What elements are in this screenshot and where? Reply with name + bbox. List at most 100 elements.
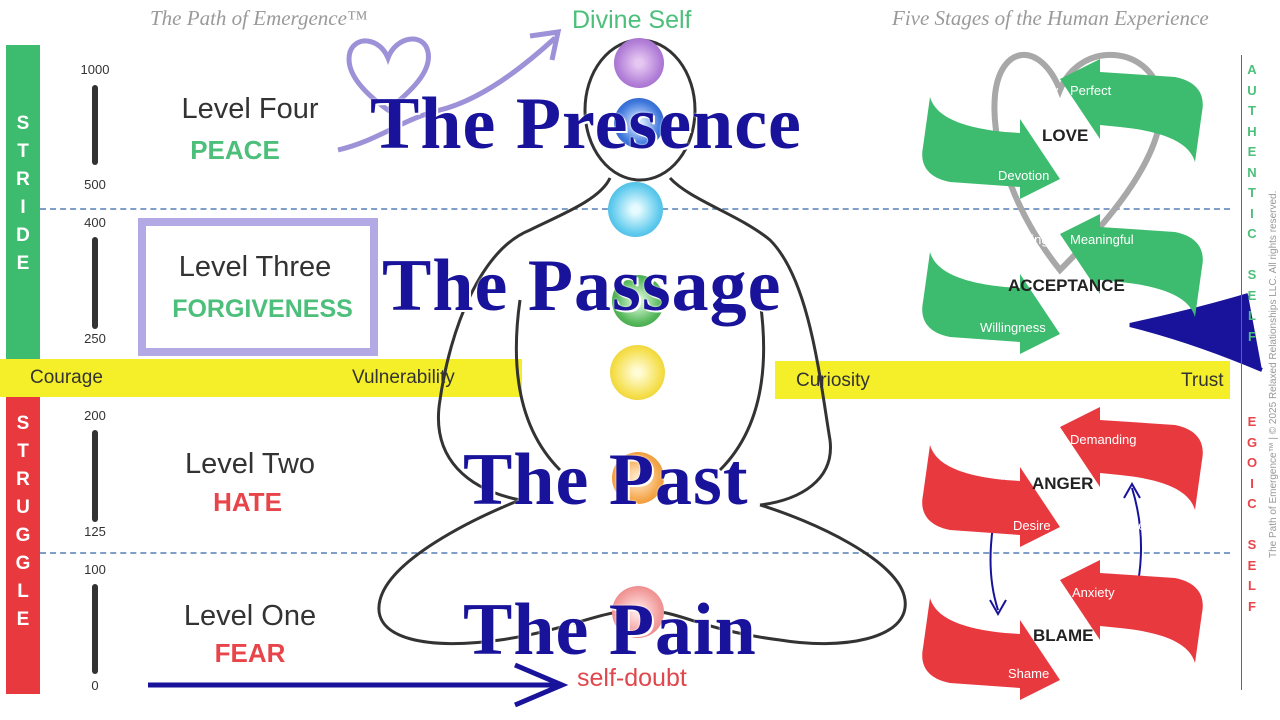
struggle-bar (6, 396, 40, 694)
acceptance-bottom-right: Hopeful (1066, 320, 1111, 335)
level-three-emotion: FORGIVENESS (172, 295, 353, 323)
struggle-letters-char: G (15, 525, 31, 546)
chakra-sacral-icon (612, 452, 664, 504)
authentic-self-letters-char: T (1248, 103, 1256, 118)
blame-bottom-right: Depression (1068, 666, 1134, 681)
scale-line-level4 (92, 85, 98, 165)
left-header-title: The Path of Emergence™ (150, 6, 368, 30)
the-past-title: The Past (463, 439, 749, 521)
self-doubt-label: self-doubt (577, 664, 687, 692)
egoic-self-letters-char: C (1247, 496, 1257, 511)
level-two-emotion: HATE (213, 487, 282, 517)
copyright-text: The Path of Emergence™ | © 2025 Relaxed … (1268, 190, 1279, 558)
forgiveness-highlight-box (138, 218, 378, 356)
scale-400: 400 (84, 215, 106, 230)
curiosity-label: Curiosity (796, 370, 870, 391)
scale-250: 250 (84, 331, 106, 346)
level-four-emotion: PEACE (190, 135, 280, 165)
struggle-letters-char: E (16, 609, 30, 630)
stride-letters-char: T (17, 141, 29, 162)
egoic-self-letters-char (1250, 515, 1254, 536)
blame-bottom-left: Shame (1008, 666, 1050, 681)
scale-line-level1 (92, 584, 98, 674)
struggle-letters-char: L (17, 581, 29, 602)
stride-letters-char: S (16, 113, 30, 134)
chakra-solar-plexus-icon (610, 345, 665, 400)
stride-letters-char: E (16, 253, 30, 274)
the-passage-title: The Passage (382, 245, 782, 327)
acceptance-top-right: Meaningful (1070, 232, 1134, 247)
scale-line-level3 (92, 237, 98, 329)
vulnerability-label: Vulnerability (352, 367, 455, 388)
struggle-letters-char: T (17, 441, 29, 462)
chakra-crown-icon (614, 38, 664, 88)
authentic-self-letters-char: A (1247, 62, 1257, 77)
egoic-self-letters-char: I (1250, 475, 1254, 491)
authentic-self-letters-char: C (1247, 226, 1257, 241)
ascend-arrow (337, 36, 557, 153)
scale-500: 500 (84, 177, 106, 192)
authentic-self-letters-char: T (1248, 185, 1256, 200)
authentic-self-letters-char: L (1248, 308, 1256, 323)
blame-top-left: Regret (1010, 585, 1050, 600)
the-presence-title: The Presence (370, 83, 802, 165)
egoic-self-letters-char: F (1248, 598, 1256, 614)
acceptance-center: ACCEPTANCE (1008, 276, 1125, 295)
egoic-self-letters-char: E (1247, 414, 1257, 429)
egoic-self-letters-char: O (1246, 455, 1258, 470)
love-cycle: Joy Perfect LOVE Devotion Oneness (920, 57, 1205, 202)
love-top-left: Joy (1038, 83, 1059, 98)
stride-letters-char: I (20, 197, 26, 218)
stride-letters-char: R (16, 169, 30, 190)
hopeful-pointer-arrow (1129, 293, 1263, 372)
authentic-self-letters-char: S (1247, 267, 1257, 282)
egoic-self-letters-char: E (1247, 557, 1257, 573)
egoic-self-letters-char: L (1248, 578, 1256, 593)
authentic-self-letters-char (1250, 245, 1254, 266)
heart-doodle-icon (346, 36, 431, 114)
level-three-name: Level Three (178, 251, 332, 283)
struggle-letters-char: R (16, 469, 30, 490)
blame-center: BLAME (1033, 626, 1094, 645)
divine-self-title: Divine Self (572, 6, 692, 34)
divider-lower (40, 552, 1230, 554)
blame-top-right: Anxiety (1072, 585, 1115, 600)
authentic-self-letters-char: I (1250, 205, 1254, 221)
the-pain-title: The Pain (463, 589, 757, 671)
authentic-self-letters-char: N (1247, 164, 1257, 180)
anger-bottom-left: Desire (1013, 518, 1051, 533)
scale-125: 125 (84, 524, 106, 539)
level-four-name: Level Four (181, 93, 319, 125)
chakra-heart-icon (612, 275, 664, 327)
midline-right-bar (775, 361, 1230, 399)
authentic-self-letters-char: F (1248, 328, 1256, 344)
scale-200: 200 (84, 408, 106, 423)
acceptance-top-left: Understanding (964, 232, 1049, 247)
scale-1000: 1000 (80, 62, 110, 77)
love-bottom-left: Devotion (998, 168, 1050, 183)
midline-left-bar (0, 359, 522, 397)
authentic-self-letters-char: H (1247, 123, 1257, 139)
right-header-title: Five Stages of the Human Experience (892, 6, 1209, 30)
scale-0: 0 (91, 678, 99, 693)
struggle-letters-char: G (15, 553, 31, 574)
chakra-throat-icon (608, 182, 663, 237)
egoic-self-letters-char: S (1247, 537, 1257, 552)
love-center: LOVE (1042, 126, 1089, 145)
chakra-root-icon (612, 586, 664, 638)
anger-cycle-arrows (922, 407, 1203, 547)
trust-label: Trust (1181, 370, 1224, 391)
anger-bottom-right: Disappointment (1066, 518, 1157, 533)
blame-cycle: Regret Anxiety BLAME Shame Depression (920, 558, 1205, 703)
level-one-emotion: FEAR (214, 638, 286, 668)
love-cycle-arrows (922, 59, 1203, 199)
struggle-letters-char: S (16, 413, 30, 434)
acceptance-cycle: Understanding Meaningful ACCEPTANCE Will… (920, 212, 1205, 357)
anger-top-left: Drama (1017, 432, 1057, 447)
chakra-third-eye-icon (614, 98, 664, 148)
